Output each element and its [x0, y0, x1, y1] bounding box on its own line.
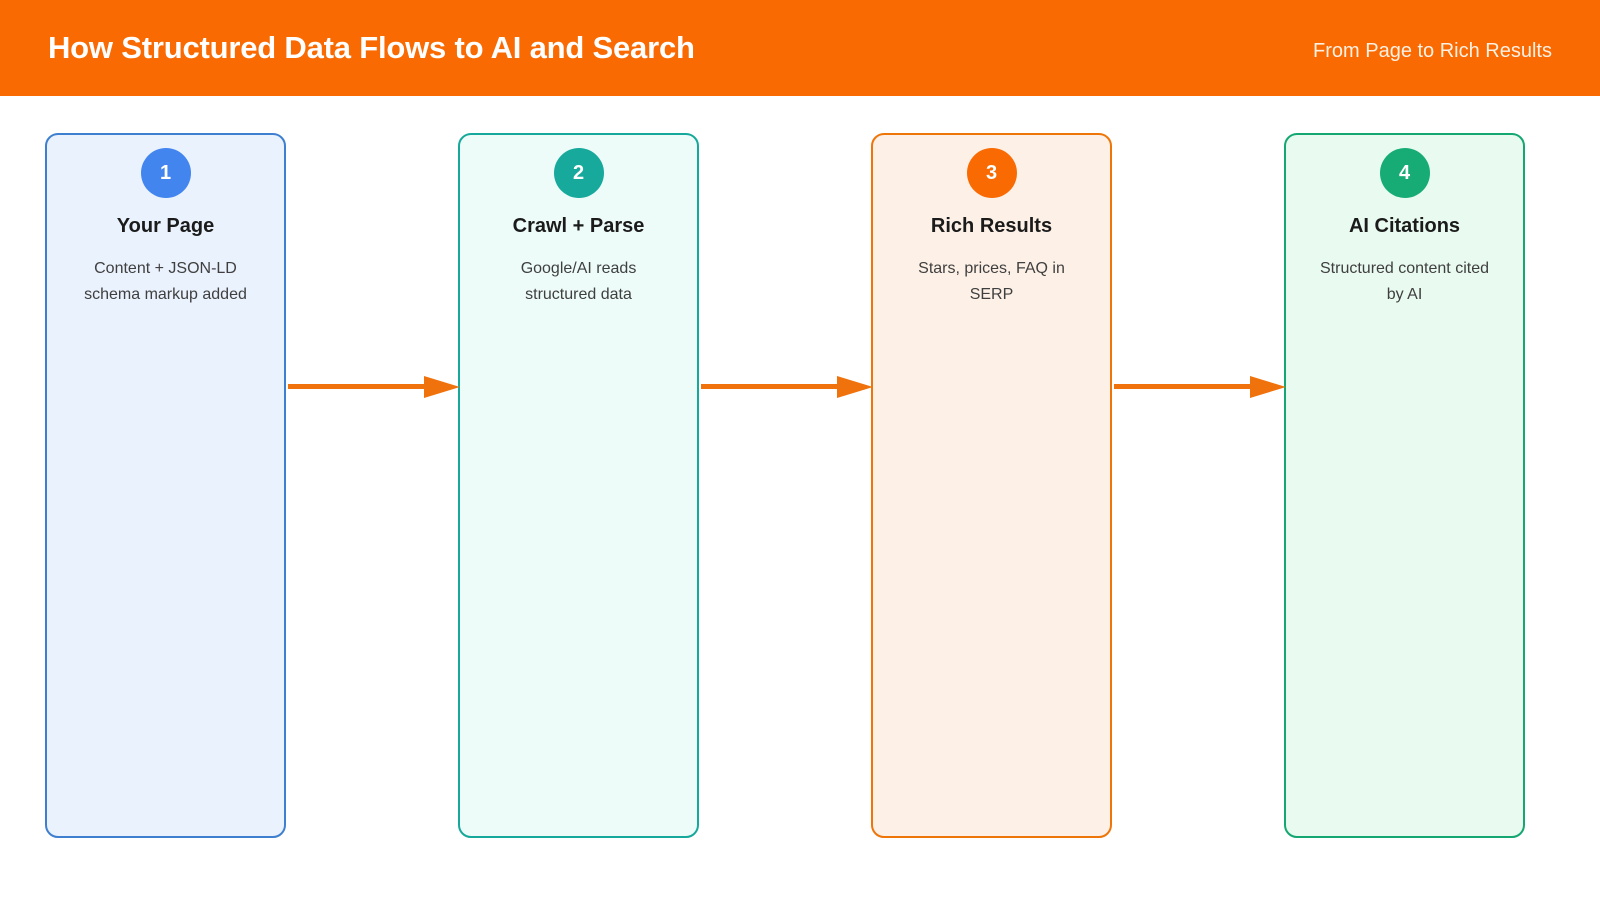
step-number-badge-3: 3 — [966, 148, 1017, 198]
page-title: How Structured Data Flows to AI and Sear… — [48, 29, 695, 65]
step-card-3[interactable]: 3 Rich Results Stars, prices, FAQ in SER… — [871, 133, 1112, 838]
step-title-1: Your Page — [116, 215, 215, 237]
step-number-badge-2: 2 — [553, 148, 604, 198]
step-description-4: Structured content cited by AI — [1320, 260, 1489, 303]
arrow-right-icon — [288, 374, 460, 400]
step-number-badge-1: 1 — [140, 148, 191, 198]
arrow-right-icon — [1114, 374, 1286, 400]
step-card-4[interactable]: 4 AI Citations Structured content cited … — [1284, 133, 1525, 838]
arrow-right-icon — [701, 374, 873, 400]
step-description-3: Stars, prices, FAQ in SERP — [918, 260, 1065, 303]
step-card-2[interactable]: 2 Crawl + Parse Google/AI reads structur… — [458, 133, 699, 838]
page-header: How Structured Data Flows to AI and Sear… — [0, 0, 1600, 96]
step-card-1[interactable]: 1 Your Page Content + JSON-LD schema mar… — [45, 133, 286, 838]
page-subtitle: From Page to Rich Results — [1313, 40, 1552, 62]
step-title-4: AI Citations — [1348, 215, 1461, 237]
step-description-1: Content + JSON-LD schema markup added — [84, 260, 247, 303]
step-title-3: Rich Results — [930, 215, 1053, 237]
flow-diagram: 1 Your Page Content + JSON-LD schema mar… — [0, 96, 1600, 900]
step-number-badge-4: 4 — [1379, 148, 1430, 198]
step-number-label-2: 2 — [572, 162, 585, 184]
step-description-2: Google/AI reads structured data — [520, 260, 637, 303]
step-number-label-4: 4 — [1398, 162, 1411, 184]
step-number-label-3: 3 — [985, 162, 998, 184]
step-title-2: Crawl + Parse — [512, 215, 645, 237]
step-number-label-1: 1 — [159, 162, 172, 184]
